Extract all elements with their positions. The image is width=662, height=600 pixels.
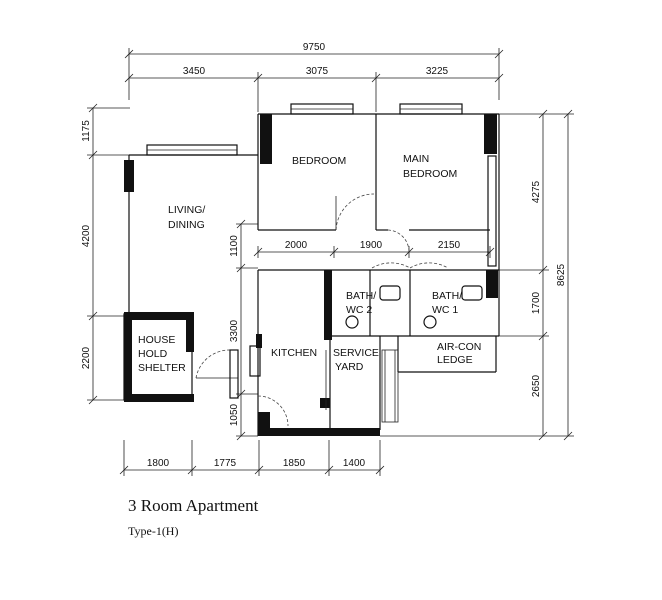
dim-right-seg1: 4275 bbox=[531, 180, 542, 203]
dim-bottom-seg1: 1800 bbox=[147, 458, 170, 469]
dim-mid-seg3: 2150 bbox=[438, 240, 461, 251]
doors bbox=[195, 193, 449, 427]
dim-top-seg1: 3450 bbox=[183, 66, 206, 77]
dim-right-seg3: 2650 bbox=[531, 374, 542, 397]
dim-mid-seg2: 1900 bbox=[360, 240, 383, 251]
plan-title: 3 Room Apartment bbox=[128, 496, 259, 515]
dim-inner-left1: 1100 bbox=[229, 235, 240, 257]
dim-bottom-seg3: 1850 bbox=[283, 458, 306, 469]
dim-left-seg2: 4200 bbox=[81, 224, 92, 247]
label-bedroom: BEDROOM bbox=[292, 155, 346, 167]
dim-bottom-seg2: 1775 bbox=[214, 458, 237, 469]
label-living-2: DINING bbox=[168, 219, 205, 231]
label-kitchen: KITCHEN bbox=[271, 347, 317, 359]
dim-inner-left3: 1050 bbox=[229, 403, 240, 426]
windows bbox=[146, 103, 497, 267]
label-living-1: LIVING/ bbox=[168, 204, 205, 216]
dim-top-seg2: 3075 bbox=[306, 66, 329, 77]
label-service-2: YARD bbox=[335, 361, 364, 373]
dim-right-seg2: 1700 bbox=[531, 291, 542, 314]
label-bath2-1: BATH/ bbox=[346, 290, 376, 302]
label-shelter-3: SHELTER bbox=[138, 362, 186, 374]
dimension-lines bbox=[87, 48, 574, 476]
dim-top-total: 9750 bbox=[303, 42, 326, 53]
fixtures bbox=[249, 285, 483, 423]
label-shelter-2: HOLD bbox=[138, 348, 168, 360]
label-service-1: SERVICE bbox=[333, 347, 379, 359]
label-aircon-2: LEDGE bbox=[437, 354, 473, 366]
label-bath1-1: BATH/ bbox=[432, 290, 462, 302]
label-main-bedroom-1: MAIN bbox=[403, 153, 429, 165]
label-bath1-2: WC 1 bbox=[432, 304, 458, 316]
plan-subtitle: Type-1(H) bbox=[128, 524, 179, 538]
room-labels: BEDROOM MAIN BEDROOM LIVING/ DINING HOUS… bbox=[138, 153, 481, 374]
dim-right-total: 8625 bbox=[556, 263, 567, 286]
dim-mid-seg1: 2000 bbox=[285, 240, 308, 251]
label-aircon-1: AIR-CON bbox=[437, 341, 481, 353]
dim-bottom-seg4: 1400 bbox=[343, 458, 366, 469]
label-main-bedroom-2: BEDROOM bbox=[403, 168, 457, 180]
dim-left-seg3: 2200 bbox=[81, 346, 92, 369]
label-bath2-2: WC 2 bbox=[346, 304, 372, 316]
label-shelter-1: HOUSE bbox=[138, 334, 175, 346]
dimension-labels: 9750 3450 3075 3225 2000 1900 2150 1800 … bbox=[81, 42, 567, 469]
dim-inner-left2: 3300 bbox=[229, 319, 240, 342]
dim-top-seg3: 3225 bbox=[426, 66, 449, 77]
wall-fills bbox=[124, 114, 498, 436]
dim-left-seg1: 1175 bbox=[81, 120, 92, 142]
